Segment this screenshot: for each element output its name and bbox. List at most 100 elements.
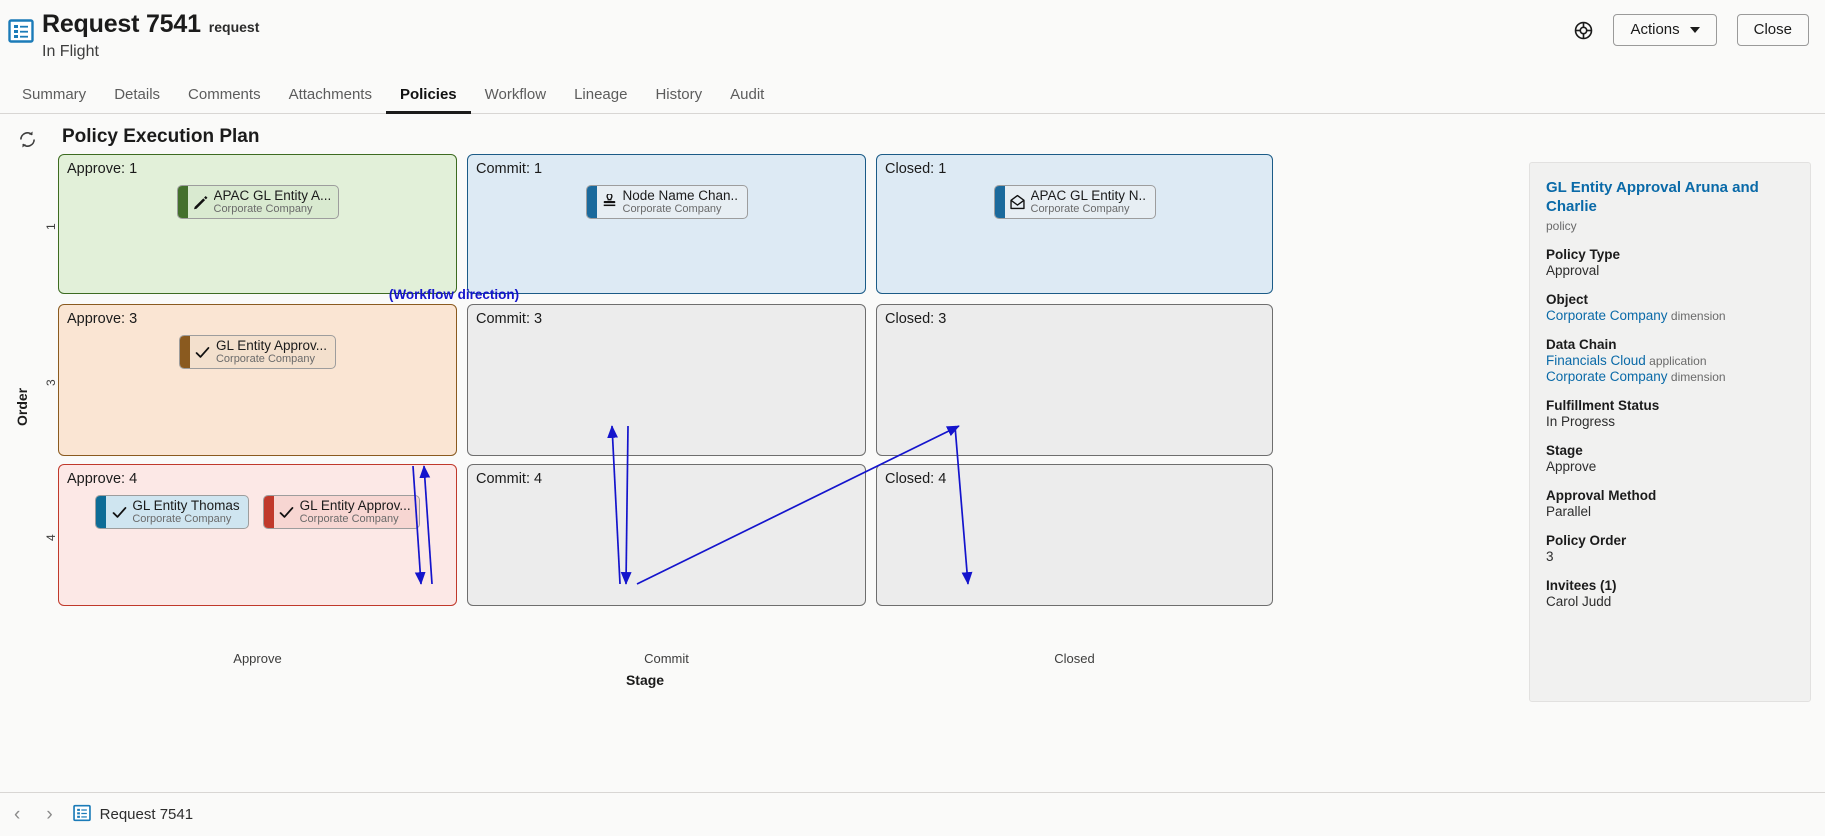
tab-comments[interactable]: Comments: [188, 86, 261, 103]
chevron-right-icon[interactable]: ›: [46, 803, 53, 825]
breadcrumb[interactable]: Request 7541: [72, 804, 194, 826]
cell-title: Closed: 3: [885, 311, 947, 327]
card-accent-bar: [994, 186, 1005, 218]
tab-attachments[interactable]: Attachments: [288, 86, 372, 103]
check-icon: [274, 496, 300, 528]
cell-title: Commit: 4: [476, 471, 543, 487]
grid-cell[interactable]: Closed: 1 APAC GL Entity N...Corporate Co…: [876, 154, 1273, 294]
request-title: Request 7541: [42, 10, 201, 38]
card-name: GL Entity Approv...: [215, 337, 328, 353]
card-subtitle: Corporate Company: [132, 513, 232, 526]
detail-title[interactable]: GL Entity Approval Aruna and Charlie: [1546, 179, 1759, 215]
detail-label: Object: [1546, 291, 1589, 307]
pencil-icon: [188, 186, 214, 218]
grid-cell[interactable]: Closed: 3: [876, 304, 1273, 456]
grid-cell[interactable]: Commit: 4: [467, 464, 866, 606]
actions-button-label: Actions: [1630, 21, 1680, 38]
breadcrumb-label: Request 7541: [99, 806, 194, 823]
page-header: Request 7541 request In Flight Actions C…: [0, 0, 1825, 78]
tab-policies[interactable]: Policies: [385, 78, 471, 114]
policy-card[interactable]: APAC GL Entity N...Corporate Company: [993, 185, 1156, 219]
close-button[interactable]: Close: [1736, 14, 1809, 46]
card-subtitle: Corporate Company: [213, 203, 313, 216]
tab-lineage[interactable]: Lineage: [574, 86, 628, 103]
tab-bar: Summary Details Comments Attachments Policie…: [0, 78, 1825, 114]
card-subtitle: Corporate Company: [1030, 203, 1130, 216]
detail-value: Parallel: [1546, 504, 1794, 519]
cell-title: Closed: 1: [885, 161, 947, 177]
card-name: APAC GL Entity N...: [1030, 187, 1147, 203]
card-text: APAC GL Entity N...Corporate Company: [1031, 186, 1155, 218]
detail-label: Invitees (1): [1546, 577, 1617, 593]
tab-workflow[interactable]: Workflow: [484, 86, 547, 103]
detail-value[interactable]: Corporate Company dimension: [1546, 308, 1794, 323]
request-list-icon: [72, 804, 91, 826]
tab-details[interactable]: Details: [114, 86, 161, 103]
actions-button[interactable]: Actions: [1613, 14, 1717, 46]
card-list: GL Entity Approv...Corporate Company: [59, 335, 456, 369]
detail-label: Stage: [1546, 442, 1583, 458]
detail-value: Approve: [1546, 459, 1794, 474]
axis-y-tick: 3: [44, 379, 58, 386]
card-list: APAC GL Entity N...Corporate Company: [877, 185, 1272, 219]
card-accent-bar: [179, 336, 190, 368]
axis-x-tick: Closed: [1054, 651, 1095, 666]
card-name: Node Name Chan...: [622, 187, 739, 203]
card-text: GL Entity Approv...Corporate Company: [216, 336, 335, 368]
policy-card[interactable]: GL Entity Approv...Corporate Company: [178, 335, 337, 369]
detail-value-text: Approval: [1546, 262, 1600, 278]
card-text: GL Entity Approv...Corporate Company: [300, 496, 419, 528]
tab-history[interactable]: History: [655, 86, 703, 103]
cell-title: Commit: 3: [476, 311, 543, 327]
cell-title: Approve: 4: [67, 471, 138, 487]
card-list: APAC GL Entity A...Corporate Company: [59, 185, 456, 219]
footer-bar: ‹ › Request 7541: [0, 792, 1825, 836]
life-ring-icon[interactable]: [1574, 21, 1593, 40]
status-badge: In Flight: [42, 43, 99, 60]
detail-value-link[interactable]: Financials Cloud: [1546, 352, 1646, 368]
card-accent-bar: [96, 496, 107, 528]
detail-value-meta: application: [1645, 353, 1707, 368]
policy-card[interactable]: APAC GL Entity A...Corporate Company: [176, 185, 339, 219]
cell-title: Closed: 4: [885, 471, 947, 487]
detail-value-link[interactable]: Corporate Company: [1546, 368, 1668, 384]
refresh-icon[interactable]: [18, 130, 37, 154]
card-text: Node Name Chan...Corporate Company: [623, 186, 747, 218]
policy-card[interactable]: Node Name Chan...Corporate Company: [585, 185, 748, 219]
card-subtitle: Corporate Company: [215, 353, 316, 366]
card-text: APAC GL Entity A...Corporate Company: [214, 186, 338, 218]
grid-cell[interactable]: Approve: 3 GL Entity Approv...Corporate C…: [58, 304, 457, 456]
request-list-icon: [8, 18, 34, 44]
stamp-icon: [597, 186, 623, 218]
grid-cell[interactable]: Closed: 4: [876, 464, 1273, 606]
cell-title: Approve: 3: [67, 311, 138, 327]
tab-audit[interactable]: Audit: [730, 86, 765, 103]
policy-card[interactable]: GL Entity Approv...Corporate Company: [262, 495, 420, 529]
detail-label: Fulfillment Status: [1546, 397, 1660, 413]
card-accent-bar: [586, 186, 597, 218]
detail-value[interactable]: Corporate Company dimension: [1546, 369, 1794, 384]
detail-value-link[interactable]: Corporate Company: [1546, 307, 1668, 323]
tab-summary[interactable]: Summary: [22, 86, 87, 103]
axis-x-tick: Approve: [233, 651, 282, 666]
detail-value-text: Parallel: [1546, 503, 1592, 519]
detail-label: Data Chain: [1546, 336, 1617, 352]
detail-value[interactable]: Financials Cloud application: [1546, 353, 1794, 368]
chevron-left-icon[interactable]: ‹: [14, 803, 21, 825]
axis-y-tick: 4: [44, 534, 58, 541]
card-subtitle: Corporate Company: [622, 203, 722, 216]
grid-cell[interactable]: Commit: 3: [467, 304, 866, 456]
card-name: GL Entity Thomas: [132, 497, 240, 513]
